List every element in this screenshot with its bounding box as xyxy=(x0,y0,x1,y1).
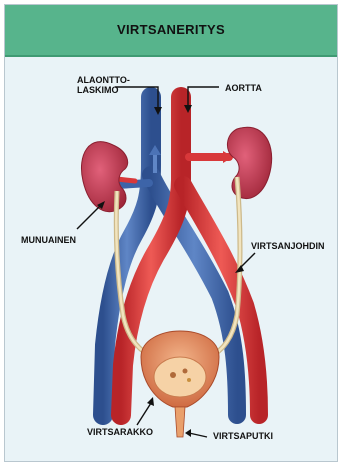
kidney-label: MUNUAINEN xyxy=(21,235,76,245)
vein-label-line-2: LASKIMO xyxy=(77,85,130,95)
vein-label-line-1: ALAONTTO- xyxy=(77,75,130,85)
urinary-system-illustration xyxy=(5,5,338,462)
inferior-vena-cava-label: ALAONTTO- LASKIMO xyxy=(77,75,130,95)
bladder-label: VIRTSARAKKO xyxy=(87,427,153,437)
diagram-frame: VIRTSANERITYS xyxy=(4,4,338,462)
bladder xyxy=(141,331,219,437)
left-kidney xyxy=(81,142,127,212)
urethra-label: VIRTSAPUTKI xyxy=(213,431,273,441)
right-kidney xyxy=(227,127,271,198)
ureter-label: VIRTSANJOHDIN xyxy=(251,241,325,251)
aorta-label: AORTTA xyxy=(225,83,262,93)
